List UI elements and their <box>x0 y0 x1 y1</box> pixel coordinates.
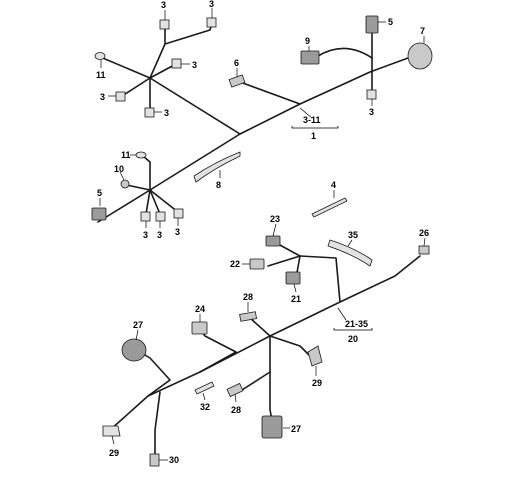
label-29-left: 29 <box>109 448 119 458</box>
label-3-mid-right: 3 <box>192 60 197 70</box>
label-9: 9 <box>305 36 310 46</box>
connector-30 <box>149 453 160 467</box>
connector-3-left <box>115 91 126 102</box>
label-11-top: 11 <box>96 70 106 80</box>
connector-3-b3 <box>173 208 184 219</box>
connector-3-mid-right <box>171 58 182 69</box>
label-3-left: 3 <box>100 92 105 102</box>
label-5-top: 5 <box>388 17 393 27</box>
connector-28-lower <box>226 382 244 398</box>
connector-11-top <box>94 52 106 60</box>
tube-4 <box>311 197 348 218</box>
label-11-lower: 11 <box>121 150 131 160</box>
label-28-top: 28 <box>243 292 253 302</box>
tape-8 <box>193 151 241 183</box>
connector-5-top <box>365 15 379 34</box>
connector-5-lower <box>91 207 107 221</box>
clip-32 <box>194 381 215 395</box>
label-7: 7 <box>420 26 425 36</box>
connector-27-left <box>121 338 147 362</box>
connector-28-top <box>239 311 258 322</box>
label-29-right: 29 <box>312 378 322 388</box>
tape-35 <box>327 239 373 267</box>
label-35: 35 <box>348 230 358 240</box>
label-20: 20 <box>348 334 358 344</box>
connector-3-b1 <box>140 211 151 222</box>
connector-29-left <box>102 425 121 437</box>
range-bracket-21-35 <box>333 328 373 331</box>
label-5-lower: 5 <box>97 188 102 198</box>
connector-10 <box>120 179 130 189</box>
label-3-right: 3 <box>369 107 374 117</box>
label-range-3-11: 3-11 <box>303 115 321 125</box>
connector-21 <box>285 271 301 285</box>
connector-7 <box>407 42 433 70</box>
label-3-b1: 3 <box>143 230 148 240</box>
upper-harness <box>91 8 433 228</box>
label-range-21-35: 21-35 <box>345 319 368 329</box>
label-30: 30 <box>169 455 179 465</box>
part-4 <box>311 190 348 218</box>
connector-3-top-left <box>159 19 170 30</box>
label-27-left: 27 <box>133 320 143 330</box>
label-4: 4 <box>331 180 336 190</box>
label-8: 8 <box>216 180 221 190</box>
range-bracket-3-11 <box>291 126 339 129</box>
label-28-lower: 28 <box>231 405 241 415</box>
lower-harness <box>102 223 430 467</box>
connector-29-right <box>307 345 323 367</box>
label-3-top-left: 3 <box>161 0 166 10</box>
label-6: 6 <box>234 58 239 68</box>
connector-6 <box>228 74 246 88</box>
label-24: 24 <box>195 304 205 314</box>
label-26: 26 <box>419 228 429 238</box>
connector-9 <box>300 50 320 65</box>
connector-11-lower <box>135 151 147 159</box>
label-23: 23 <box>270 214 280 224</box>
connector-24 <box>191 321 208 335</box>
label-3-b2: 3 <box>157 230 162 240</box>
label-3-top-right: 3 <box>209 0 214 9</box>
connector-23 <box>265 235 281 247</box>
connector-27-right <box>261 415 283 439</box>
connector-3-right <box>366 89 377 100</box>
label-1: 1 <box>311 131 316 141</box>
label-21: 21 <box>291 294 301 304</box>
label-22: 22 <box>230 259 240 269</box>
connector-3-lower <box>144 107 155 118</box>
part-labels: 3 3 3 3 3 11 6 9 5 7 3 3-11 1 8 11 10 5 … <box>96 0 429 465</box>
connector-26 <box>418 245 430 255</box>
label-3-b3: 3 <box>175 227 180 237</box>
connector-3-b2 <box>155 211 166 222</box>
label-10: 10 <box>114 164 124 174</box>
label-3-lower: 3 <box>164 108 169 118</box>
label-32: 32 <box>200 402 210 412</box>
connector-22 <box>249 258 265 270</box>
label-27-right: 27 <box>291 424 301 434</box>
connector-3-top-right <box>206 17 217 28</box>
